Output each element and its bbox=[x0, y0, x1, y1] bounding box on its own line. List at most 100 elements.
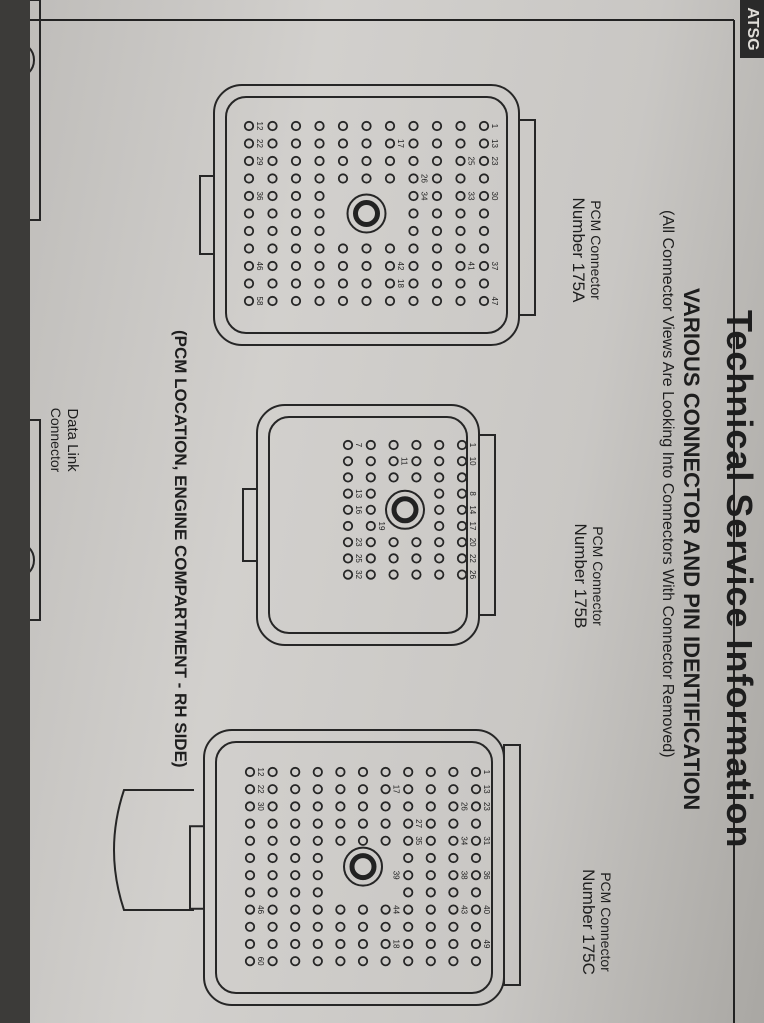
pin-2 bbox=[312, 938, 323, 950]
pin-0 bbox=[290, 120, 302, 132]
pin-2 bbox=[380, 921, 391, 932]
pin-0 bbox=[361, 243, 372, 254]
pin-number-label: 10 bbox=[468, 457, 477, 466]
label-175c-line2: Number 175C bbox=[579, 869, 598, 975]
pin-0 bbox=[431, 208, 443, 219]
pin-2 bbox=[470, 766, 482, 778]
pin-2 bbox=[290, 904, 301, 915]
pin-1 bbox=[456, 520, 468, 532]
pin-2 bbox=[470, 835, 482, 846]
pin-2 bbox=[380, 801, 391, 812]
pin-1 bbox=[434, 488, 445, 499]
pin-0 bbox=[455, 120, 466, 132]
pin-2 bbox=[470, 801, 482, 812]
pin-2 bbox=[403, 852, 414, 864]
pcm-location-note: (PCM LOCATION, ENGINE COMPARTMENT - RH S… bbox=[171, 330, 190, 768]
pin-number-label: 23 bbox=[490, 157, 499, 166]
pin-2 bbox=[357, 921, 369, 932]
pin-0 bbox=[384, 120, 396, 132]
pin-2 bbox=[448, 835, 459, 846]
pin-0 bbox=[408, 120, 419, 132]
pin-2 bbox=[244, 870, 256, 881]
pin-1 bbox=[456, 456, 468, 467]
pin-number-label: 26 bbox=[459, 802, 468, 811]
pin-number-label: 36 bbox=[255, 192, 264, 201]
pin-2 bbox=[470, 956, 482, 967]
label-dlc-line1: Data Link bbox=[64, 408, 81, 472]
pin-0 bbox=[361, 155, 372, 167]
pin-2 bbox=[380, 956, 391, 967]
pin-2 bbox=[290, 956, 301, 967]
pin-0 bbox=[290, 155, 302, 167]
pin-0 bbox=[337, 260, 349, 272]
connector-175c-outline: 1121317182223262730313435363839404344464… bbox=[189, 729, 521, 1006]
pin-0 bbox=[384, 155, 396, 167]
label-175a-line2: Number 175A bbox=[569, 197, 588, 303]
pin-0 bbox=[243, 155, 255, 167]
pin-2 bbox=[448, 904, 459, 915]
pin-0 bbox=[384, 278, 396, 289]
pin-number-label: 20 bbox=[468, 538, 477, 547]
label-connector-175c: PCM Connector Number 175C bbox=[579, 822, 614, 1022]
pin-0 bbox=[478, 190, 490, 202]
pin-1 bbox=[434, 553, 445, 564]
pin-2 bbox=[267, 801, 278, 812]
pin-1 bbox=[388, 537, 399, 548]
pin-2 bbox=[403, 818, 414, 829]
pin-0 bbox=[267, 155, 278, 167]
pin-0 bbox=[337, 278, 349, 289]
pin-1 bbox=[434, 439, 445, 451]
pin-1 bbox=[342, 488, 354, 499]
pin-2 bbox=[425, 818, 436, 829]
pin-2 bbox=[403, 784, 414, 795]
pin-2 bbox=[267, 938, 278, 950]
pin-0 bbox=[337, 295, 349, 307]
pin-0 bbox=[455, 243, 466, 254]
pin-0 bbox=[431, 173, 443, 184]
pin-2 bbox=[403, 956, 414, 967]
pin-0 bbox=[267, 260, 278, 272]
center-bolt bbox=[346, 193, 387, 234]
pin-2 bbox=[380, 904, 391, 915]
pin-0 bbox=[243, 173, 255, 184]
pin-2 bbox=[448, 852, 459, 864]
pin-2 bbox=[312, 956, 323, 967]
pin-2 bbox=[470, 870, 482, 881]
pin-2 bbox=[335, 921, 346, 932]
pin-2 bbox=[267, 852, 278, 864]
pin-1 bbox=[411, 537, 422, 548]
pin-0 bbox=[290, 138, 302, 149]
pin-2 bbox=[448, 870, 459, 881]
pin-1 bbox=[342, 472, 354, 483]
pin-2 bbox=[470, 887, 482, 898]
pin-0 bbox=[384, 260, 396, 272]
pin-0 bbox=[361, 173, 372, 184]
pin-number-label: 17 bbox=[468, 522, 477, 531]
label-connector-175a: PCM Connector Number 175A bbox=[569, 150, 604, 350]
pin-2 bbox=[312, 852, 323, 864]
pin-0 bbox=[290, 225, 302, 237]
pin-0 bbox=[337, 173, 349, 184]
pin-0 bbox=[290, 190, 302, 202]
pin-0 bbox=[408, 190, 419, 202]
pin-1 bbox=[342, 537, 354, 548]
pin-2 bbox=[425, 801, 436, 812]
pin-number-label: 29 bbox=[255, 157, 264, 166]
pin-2 bbox=[312, 921, 323, 932]
pin-2 bbox=[244, 852, 256, 864]
pin-0 bbox=[478, 138, 490, 149]
label-175b-line1: PCM Connector bbox=[590, 526, 606, 626]
pin-number-label: 46 bbox=[255, 262, 264, 271]
pin-number-label: 13 bbox=[354, 489, 363, 498]
pin-number-label: 25 bbox=[354, 554, 363, 563]
pin-2 bbox=[312, 835, 323, 846]
pin-2 bbox=[448, 766, 459, 778]
pin-1 bbox=[365, 569, 376, 580]
pin-number-label: 1 bbox=[468, 443, 477, 448]
pin-1 bbox=[434, 537, 445, 548]
atsg-logo: ATSG bbox=[740, 0, 764, 58]
pin-2 bbox=[312, 801, 323, 812]
pin-2 bbox=[267, 766, 278, 778]
pin-0 bbox=[337, 120, 349, 132]
pin-1 bbox=[388, 569, 399, 580]
